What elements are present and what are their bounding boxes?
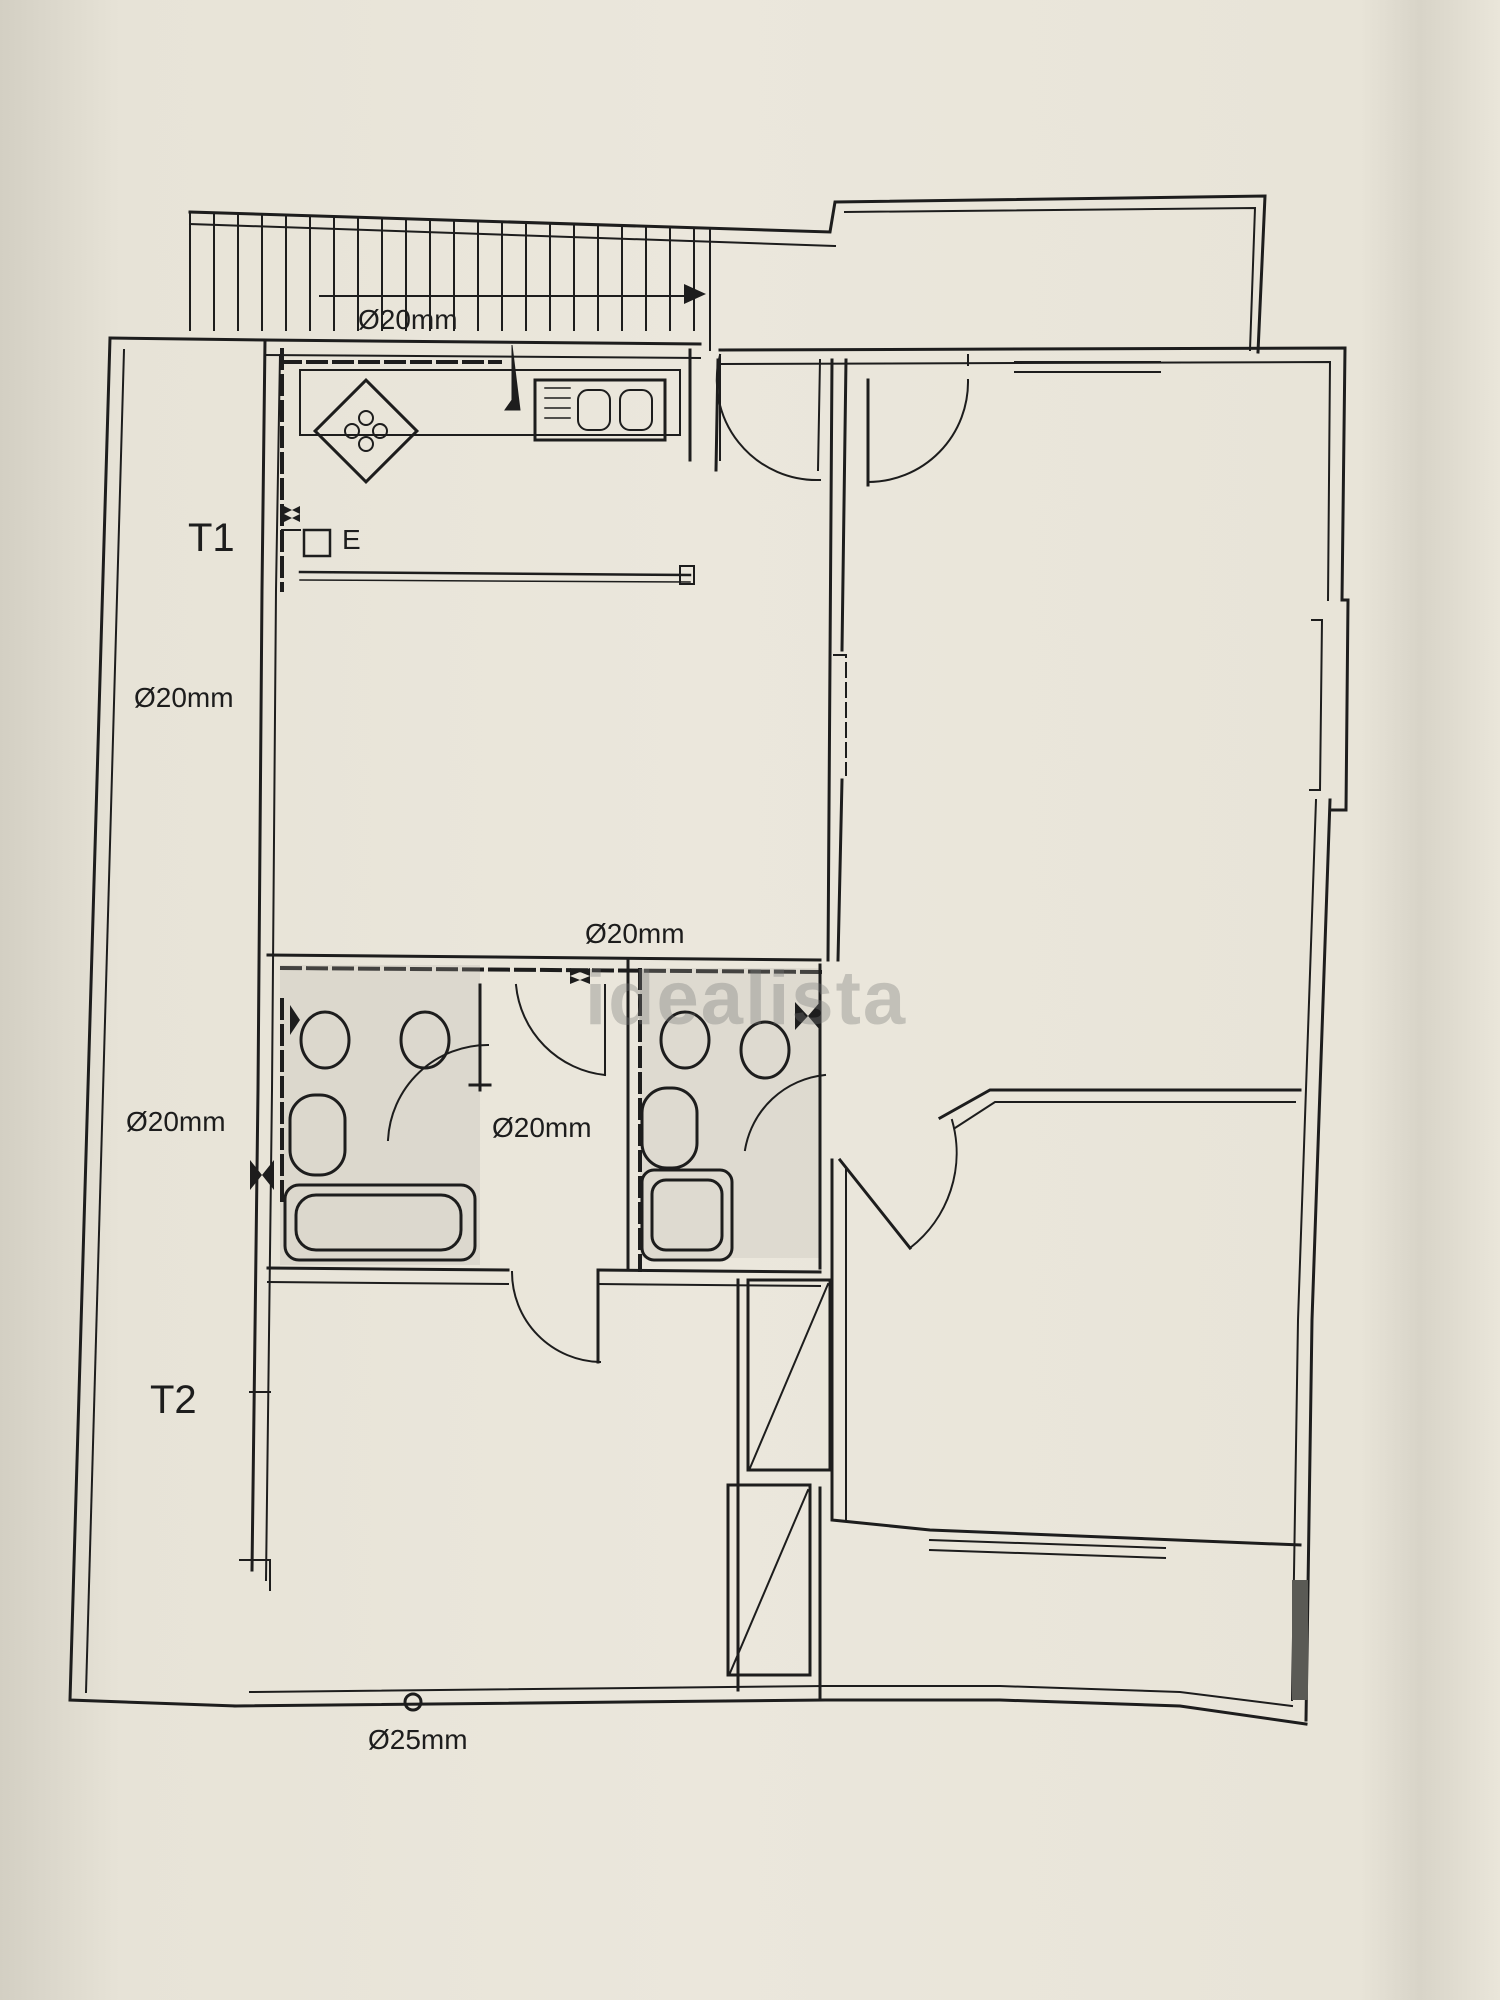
kitchen-sink-icon (533, 378, 667, 442)
pipe-label-left-lower: Ø20mm (126, 1106, 226, 1137)
pipe-label-top: Ø20mm (358, 304, 458, 335)
bathrooms (250, 953, 827, 1364)
top-balcony (188, 194, 1267, 354)
bedroom-partition (830, 1088, 1302, 1560)
electric-marker-label: E (342, 524, 361, 555)
t2-room (239, 1391, 271, 1591)
room-label-t2: T2 (150, 1378, 197, 1422)
wardrobes (726, 1278, 832, 1702)
balcony-railing (189, 211, 711, 351)
pipe-label-center: Ø20mm (585, 918, 685, 949)
pipe-label-left-upper: Ø20mm (134, 682, 234, 713)
toilet-icon (299, 1010, 791, 1080)
room-label-t1: T1 (188, 516, 235, 560)
meter-box-icon (281, 528, 332, 558)
kitchen (280, 344, 695, 592)
drain-outlet (403, 1692, 423, 1712)
top-doors (715, 353, 1161, 487)
watermark: idealista (585, 956, 908, 1041)
pipe-label-bathroom: Ø20mm (492, 1112, 592, 1143)
pipe-label-bottom: Ø25mm (368, 1724, 468, 1755)
stove-icon (312, 377, 420, 485)
exterior-walls (233, 338, 1350, 1726)
left-terrace (68, 336, 267, 1708)
hall-walls (714, 358, 848, 962)
